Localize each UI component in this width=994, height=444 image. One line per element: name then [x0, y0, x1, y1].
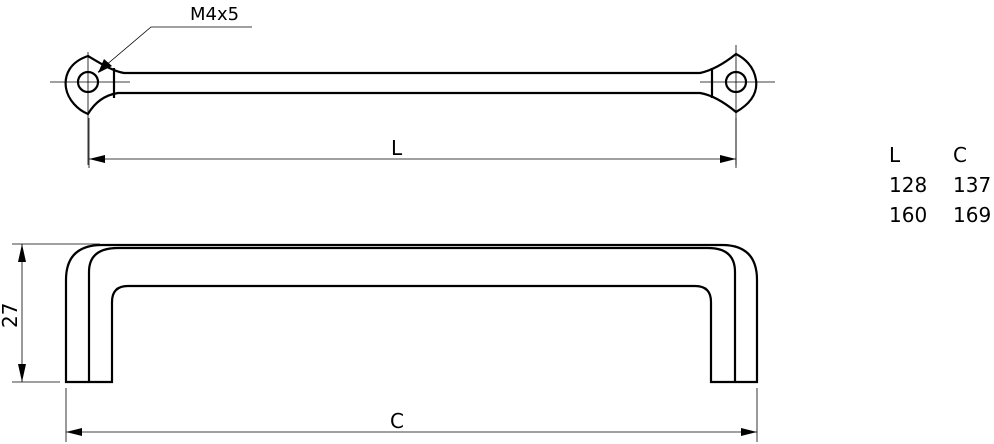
thread-leader	[97, 26, 252, 73]
cell: 169	[953, 203, 992, 227]
hole-left	[76, 70, 100, 94]
header-c: C	[953, 143, 967, 167]
handle-inner-edge	[87, 246, 737, 382]
table-row: 160 169	[889, 200, 994, 230]
arrow	[18, 244, 26, 262]
height-label: 27	[0, 303, 22, 328]
arrow	[66, 428, 82, 436]
leader-arrow	[98, 59, 112, 73]
size-table: L C 128 137 160 169	[889, 140, 994, 230]
handle-outline-front	[64, 243, 759, 384]
top-view: M4x5 L	[50, 4, 775, 168]
table-row: 128 137	[889, 170, 994, 200]
arrow	[89, 155, 105, 163]
table-header: L C	[889, 140, 994, 170]
arrow	[18, 364, 26, 382]
width-label: C	[390, 409, 404, 433]
header-l: L	[889, 143, 901, 167]
arrow	[741, 428, 757, 436]
cell: 137	[953, 173, 992, 197]
arrow	[720, 155, 736, 163]
front-view: 27 C	[0, 243, 759, 442]
hole-right	[724, 70, 748, 94]
cell: 128	[889, 173, 928, 197]
length-label: L	[391, 136, 403, 160]
handle-outline-top	[64, 52, 758, 116]
cell: 160	[889, 203, 928, 227]
thread-label: M4x5	[190, 4, 239, 25]
